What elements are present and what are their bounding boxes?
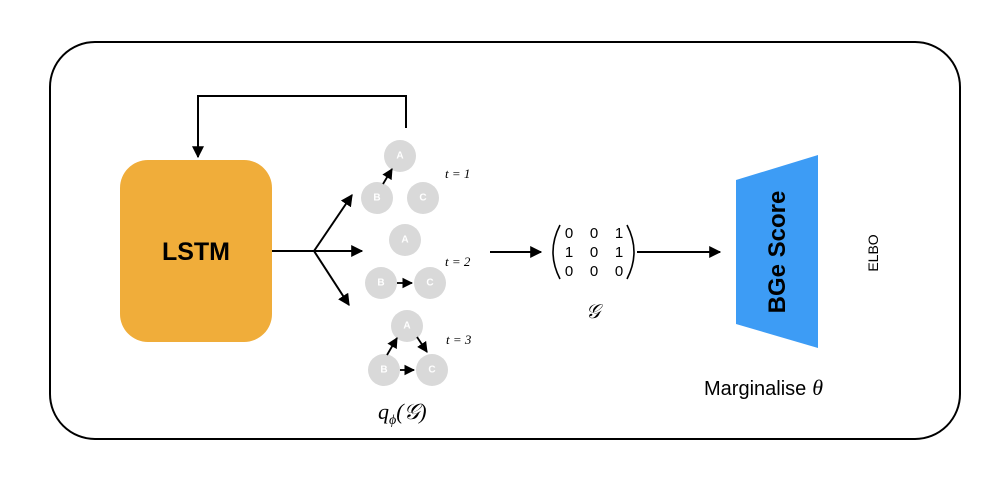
node-a — [384, 140, 416, 172]
elbo-label: ELBO — [865, 234, 881, 271]
node-b-label: B — [380, 365, 387, 376]
matrix-cell: 0 — [615, 263, 623, 280]
node-b — [361, 182, 393, 214]
bge-score-label: BGe Score — [764, 191, 791, 314]
adjacency-matrix: 0 0 1 1 0 1 0 0 0 — [552, 224, 635, 280]
fan-arrow-bottom — [313, 250, 350, 307]
node-a — [389, 224, 421, 256]
theta-symbol: θ — [812, 375, 823, 400]
matrix-cell: 1 — [565, 244, 573, 261]
node-c — [414, 267, 446, 299]
node-a — [391, 310, 423, 342]
marginalise-label: Marginalise θ — [704, 375, 823, 400]
q-argument: (𝒢) — [396, 399, 426, 424]
lstm-label: LSTM — [162, 238, 230, 266]
edge-b-to-a — [382, 168, 393, 185]
node-b — [365, 267, 397, 299]
node-c-label: C — [428, 365, 435, 376]
lstm-block — [120, 160, 272, 342]
matrix-cell: 1 — [615, 244, 623, 261]
time-label-2: t = 2 — [445, 254, 471, 269]
matrix-right-paren — [626, 224, 635, 280]
matrix-cell: 1 — [615, 225, 623, 242]
time-label-3: t = 3 — [446, 332, 472, 347]
matrix-cell: 0 — [565, 225, 573, 242]
node-c — [407, 182, 439, 214]
q-distribution-label: qϕ(𝒢) — [378, 399, 427, 428]
q-symbol: q — [378, 399, 389, 424]
matrix-cell: 0 — [590, 263, 598, 280]
graph-t3: A B C t = 3 — [368, 310, 472, 386]
matrix-cell: 0 — [590, 225, 598, 242]
node-c — [416, 354, 448, 386]
node-b — [368, 354, 400, 386]
node-a-label: A — [396, 151, 403, 162]
node-c-label: C — [419, 193, 426, 204]
node-b-label: B — [373, 193, 380, 204]
marginalise-text: Marginalise — [704, 378, 806, 400]
matrix-left-paren — [552, 224, 561, 280]
edge-b-to-a — [386, 337, 398, 356]
q-subscript: ϕ — [389, 413, 396, 428]
node-a-label: A — [403, 321, 410, 332]
graph-t2: A B C t = 2 — [365, 224, 471, 299]
node-a-label: A — [401, 235, 408, 246]
node-c-label: C — [426, 278, 433, 289]
matrix-cell: 0 — [590, 244, 598, 261]
time-label-1: t = 1 — [445, 166, 470, 181]
bge-score-block — [736, 155, 818, 348]
node-b-label: B — [377, 278, 384, 289]
fan-arrow-top — [313, 194, 353, 252]
feedback-arrow — [192, 95, 407, 159]
graph-symbol-label: 𝒢 — [586, 301, 604, 323]
graph-t1: A B C t = 1 — [361, 140, 470, 214]
outer-frame — [49, 41, 961, 440]
edge-a-to-c — [416, 336, 428, 353]
matrix-cell: 0 — [565, 263, 573, 280]
